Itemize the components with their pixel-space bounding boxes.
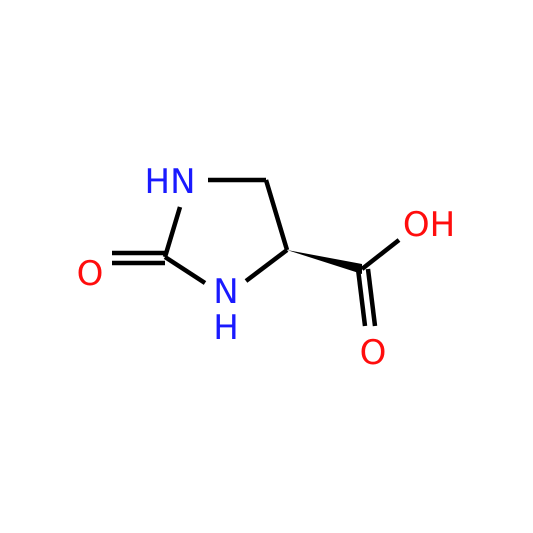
- bond-c2-n1: [162, 206, 183, 258]
- atom-label-hydroxyl: OH: [403, 205, 455, 245]
- bond-cacid-o-double-b: [365, 268, 378, 327]
- bond-c5-c4: [263, 179, 290, 251]
- bond-cacid-o-double-a: [355, 268, 368, 327]
- atom-label-n3: N: [213, 272, 238, 312]
- atom-label-n1: HN: [145, 162, 196, 202]
- wedge-bond-c4-cacid: [287, 250, 362, 274]
- atom-label-acid-oxygen: O: [360, 333, 387, 373]
- bond-cacid-oh: [360, 238, 401, 271]
- atom-label-n3-hydrogen: H: [213, 308, 239, 348]
- bond-n3-c2: [163, 255, 207, 285]
- atom-label-carbonyl-oxygen: O: [77, 254, 104, 294]
- bond-c4-n3: [244, 248, 289, 283]
